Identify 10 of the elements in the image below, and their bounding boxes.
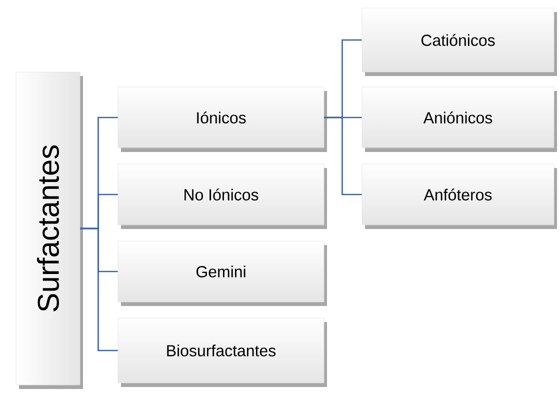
category-box: Iónicos <box>118 86 327 152</box>
category-box: Anfóteros <box>362 164 557 229</box>
connector-line <box>80 228 118 352</box>
category-box: Aniónicos <box>362 86 557 152</box>
category-box: Catiónicos <box>362 8 557 76</box>
category-box: No Iónicos <box>118 164 327 229</box>
connector-line <box>324 116 362 196</box>
category-box: Gemini <box>118 240 327 306</box>
category-box: Surfactantes <box>16 72 83 389</box>
category-box: Biosurfactantes <box>118 318 327 387</box>
